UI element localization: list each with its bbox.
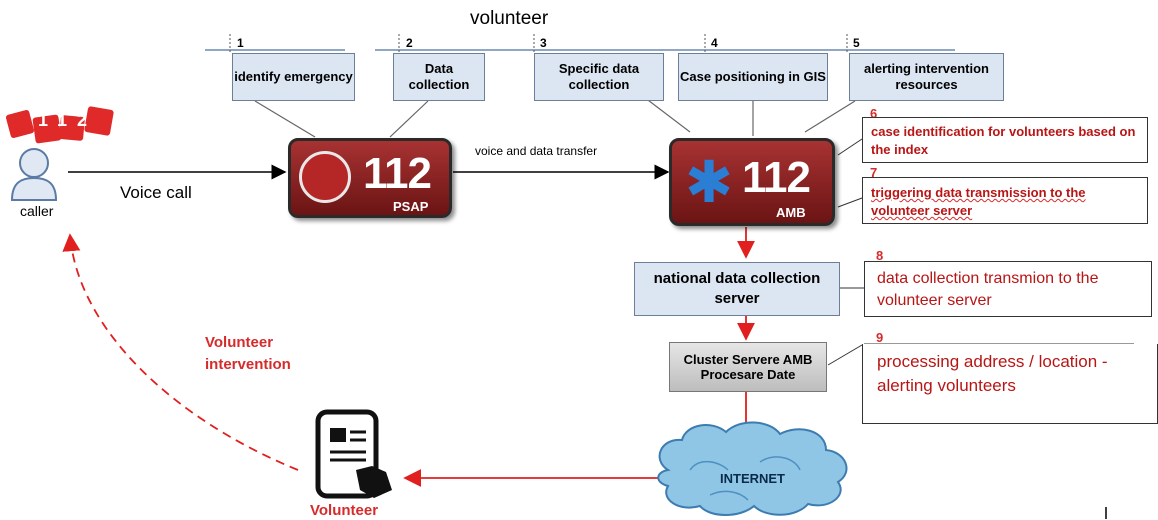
- amb-logo: ✱ 112 AMB: [669, 138, 835, 226]
- cluster-server-label: Cluster Servere AMB Procesare Date: [683, 352, 813, 382]
- step-5-number: 5: [853, 36, 860, 50]
- psap-emblem-icon: [299, 151, 351, 203]
- note-9-number: 9: [876, 330, 884, 345]
- internet-cloud: [657, 421, 848, 516]
- internet-label: INTERNET: [720, 471, 785, 486]
- note-8-text: data collection transmion to the volunte…: [877, 270, 1099, 309]
- step-3-label: Specific data collection: [558, 61, 640, 92]
- intervention-curve: [62, 233, 299, 471]
- caller-label: caller: [20, 203, 54, 219]
- badge-digits: 112: [38, 110, 118, 131]
- note-7-number: 7: [870, 165, 878, 180]
- volunteer-label: Volunteer: [310, 502, 379, 519]
- psap-number: 112: [363, 149, 432, 198]
- step-1-number: 1: [237, 36, 244, 50]
- step-3-box: Specific data collection: [534, 53, 664, 101]
- national-server-box: national data collection server: [634, 262, 840, 316]
- note-6-box: case identification for volunteers based…: [862, 117, 1148, 163]
- amb-number: 112: [742, 153, 811, 202]
- step-1-label: identify emergency: [234, 69, 353, 84]
- caller-avatar: [10, 148, 58, 201]
- cluster-server-box: Cluster Servere AMB Procesare Date: [669, 342, 827, 392]
- badge-digit-1: 1: [38, 110, 58, 130]
- voice-call-label: Voice call: [120, 183, 192, 202]
- smartphone-icon: [315, 409, 392, 499]
- note-6-number: 6: [870, 106, 878, 121]
- step-4-number: 4: [711, 36, 718, 50]
- badge-digit-2: 2: [77, 110, 98, 130]
- badge-digit-1b: 1: [57, 110, 78, 130]
- note-6-text: case identification for volunteers based…: [871, 124, 1136, 157]
- step-4-box: Case positioning in GIS: [678, 53, 828, 101]
- psap-label: PSAP: [393, 199, 429, 214]
- step-5-label: alerting intervention resources: [864, 61, 989, 92]
- note-connectors: [827, 138, 864, 366]
- step-1-box: identify emergency: [232, 53, 355, 101]
- volunteer-intervention-label: Volunteer intervention: [205, 334, 291, 373]
- step-3-number: 3: [540, 36, 547, 50]
- step-2-number: 2: [406, 36, 413, 50]
- step-2-label: Data collection: [408, 61, 470, 92]
- note-8-box: data collection transmion to the volunte…: [864, 261, 1152, 317]
- national-server-label: national data collection server: [653, 270, 821, 307]
- transfer-label: voice and data transfer: [475, 144, 598, 158]
- amb-label: AMB: [776, 205, 806, 220]
- step-dividers: [229, 34, 848, 52]
- psap-logo: 112 PSAP: [288, 138, 452, 218]
- note-9-box: processing address / location - alerting…: [862, 344, 1158, 424]
- star-of-life-icon: ✱: [684, 150, 734, 215]
- step-2-box: Data collection: [393, 53, 485, 101]
- step-5-box: alerting intervention resources: [849, 53, 1004, 101]
- step-4-label: Case positioning in GIS: [680, 69, 826, 84]
- note-8-number: 8: [876, 248, 884, 263]
- note-7-box: triggering data transmission to the volu…: [862, 177, 1148, 224]
- badge-112-icon: [5, 106, 114, 144]
- note-7-text: triggering data transmission to the volu…: [871, 185, 1086, 218]
- diagram-title: volunteer: [470, 8, 549, 29]
- note-9-text: processing address / location - alerting…: [877, 352, 1108, 395]
